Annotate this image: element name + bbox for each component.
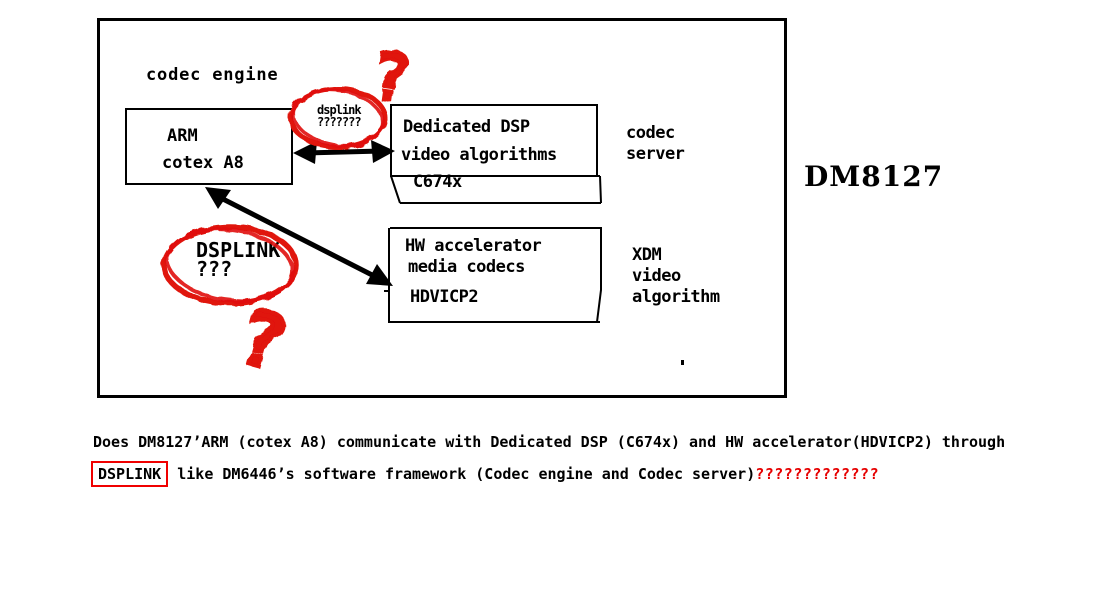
codec-engine-label: codec engine bbox=[146, 65, 279, 85]
question-line2-rest: like DM6446’s software framework (Codec … bbox=[168, 465, 756, 483]
question-line1: Does DM8127’ARM (cotex A8) communicate w… bbox=[93, 433, 1006, 451]
dsplink-upper-note: dsplink ??????? bbox=[317, 104, 362, 129]
xdm-line3: algorithm bbox=[632, 287, 720, 307]
diagram-frame bbox=[97, 18, 787, 398]
arm-box-line1: ARM bbox=[167, 126, 198, 146]
hw-box-line3: HDVICP2 bbox=[410, 287, 479, 307]
xdm-line2: video bbox=[632, 266, 681, 286]
codec-server-label: codec server bbox=[626, 123, 685, 164]
chip-label: DM8127 bbox=[804, 160, 944, 193]
dsplink-red-boxed-word: DSPLINK bbox=[91, 461, 169, 487]
question-red-marks: ????????????? bbox=[755, 465, 880, 483]
dsp-box-line1: Dedicated DSP bbox=[403, 117, 530, 137]
xdm-label: XDM video algorithm bbox=[632, 247, 720, 306]
dsp-box-line3: C674x bbox=[413, 172, 462, 192]
dsplink-upper-line2: ??????? bbox=[317, 115, 362, 129]
codec-server-line1: codec bbox=[626, 123, 675, 143]
dsplink-lower-note: DSPLINK ??? bbox=[196, 240, 280, 281]
hw-box-line2: media codecs bbox=[408, 257, 525, 277]
dsp-box-line2: video algorithms bbox=[401, 145, 557, 165]
arm-box: ARM cotex A8 bbox=[125, 108, 293, 185]
arm-box-line2: cotex A8 bbox=[162, 153, 244, 173]
xdm-line1: XDM bbox=[632, 245, 662, 265]
hw-box-line1: HW accelerator bbox=[405, 236, 542, 256]
question-line2: DSPLINK like DM6446’s software framework… bbox=[91, 461, 879, 487]
dsplink-lower-line2: ??? bbox=[196, 257, 233, 281]
codec-server-line2: server bbox=[626, 144, 685, 164]
